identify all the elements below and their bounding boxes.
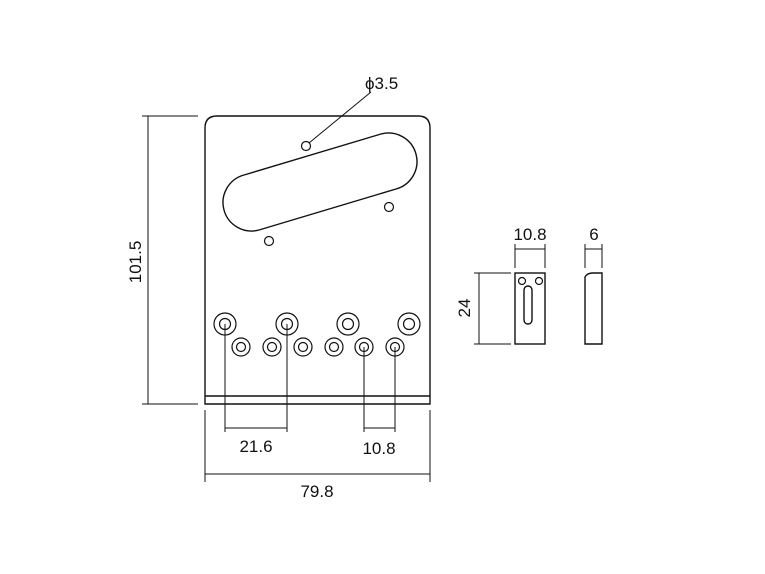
plate-width-dimension: 79.8 — [204, 410, 431, 501]
saddle-length-label: 24 — [455, 299, 474, 318]
saddle-top-view: 10.8 24 — [455, 225, 547, 345]
string-hole-4-inner — [402, 317, 416, 331]
inner-spacing-label: 10.8 — [362, 439, 395, 458]
inner-spacing-dimension: 10.8 — [362, 347, 396, 458]
screw-hole-2-inner — [266, 341, 278, 353]
plate-outline — [204, 115, 431, 405]
saddle-height-label: 6 — [589, 225, 598, 244]
plate-length-label: 101.5 — [126, 241, 145, 284]
saddle-side-outline — [584, 272, 603, 345]
hole-diameter-callout: ϕ3.5 — [308, 74, 398, 144]
outer-spacing-label: 21.6 — [239, 437, 272, 456]
pickup-slot — [222, 132, 418, 232]
string-holes-upper-row — [213, 312, 421, 336]
bridge-plate — [204, 115, 431, 405]
string-holes-lower-row — [231, 337, 405, 357]
screw-hole-3-inner — [297, 341, 309, 353]
saddle-top-screw-left — [517, 276, 527, 286]
screw-hole-1-inner — [235, 341, 247, 353]
saddle-top-screw-right — [534, 276, 544, 286]
pickup-slot-outline — [222, 132, 418, 232]
hole-diameter-label: ϕ3.5 — [365, 74, 398, 93]
pickup-mount-hole-right — [383, 201, 395, 213]
saddle-top-outline — [514, 272, 546, 345]
pickup-mount-hole-top — [300, 140, 312, 152]
screw-hole-4-inner — [328, 341, 340, 353]
plate-length-dimension: 101.5 — [126, 115, 198, 405]
saddle-top-slot — [523, 285, 533, 325]
outer-spacing-dimension: 21.6 — [224, 324, 288, 456]
saddle-side-view: 6 — [584, 225, 603, 345]
plate-width-label: 79.8 — [300, 482, 333, 501]
string-hole-3-inner — [341, 317, 355, 331]
hole-leader-line — [308, 91, 372, 144]
saddle-width-label: 10.8 — [513, 225, 546, 244]
pickup-mount-hole-left — [263, 235, 275, 247]
